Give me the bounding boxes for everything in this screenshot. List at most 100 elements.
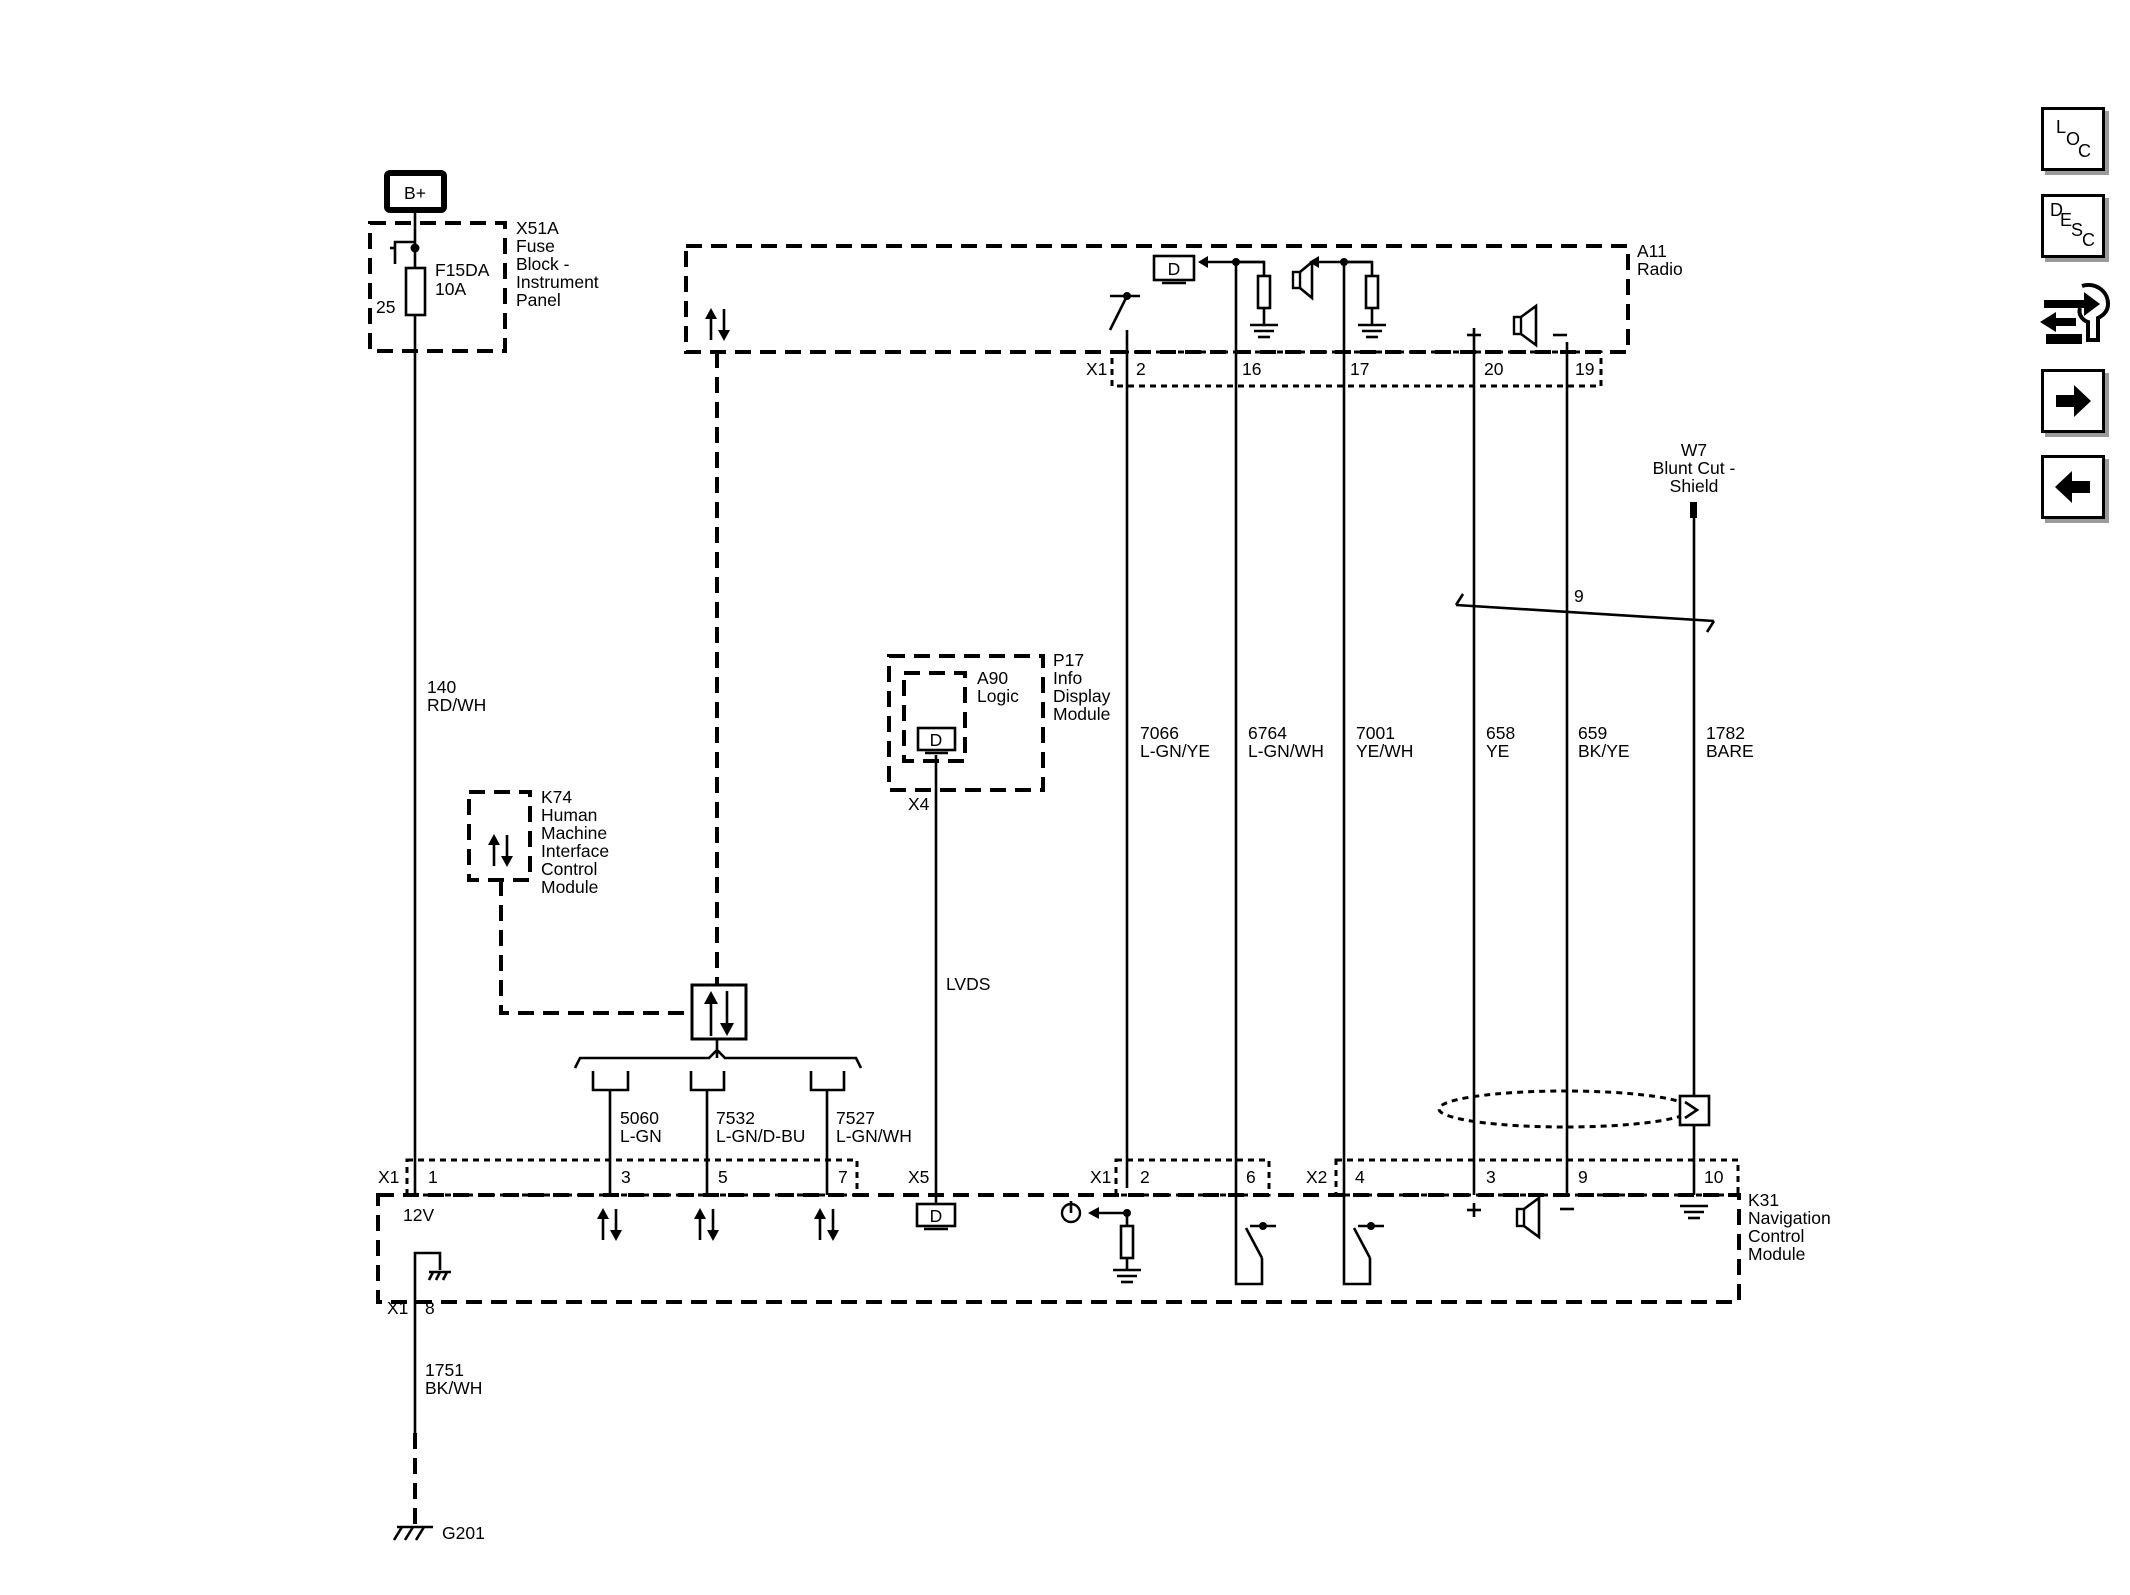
shield-name-2: Shield (1670, 476, 1719, 496)
a90-logic-box (902, 671, 967, 763)
bus-tap-7532 (689, 1071, 726, 1195)
k74-name-5: Module (541, 877, 598, 897)
troubleshoot-tool-button[interactable] (2038, 278, 2111, 348)
wire-659-color: BK/YE (1578, 741, 1630, 761)
radio-pin-19: 19 (1575, 359, 1594, 379)
lvds-label: LVDS (946, 974, 990, 994)
b-plus-power-source: B+ (384, 170, 447, 213)
k31-x1b-connector (1114, 1158, 1271, 1197)
k31-x2-connector (1334, 1158, 1740, 1197)
location-button[interactable]: L O C (2041, 107, 2105, 171)
fuse-rating: 10A (435, 279, 466, 299)
k31-bidirectional-icon-3 (597, 1208, 622, 1241)
fuse-f15da (390, 240, 427, 317)
k31-x1a-connector (405, 1158, 859, 1197)
wire-1782-circuit: 1782 (1706, 723, 1745, 743)
k31-speaker-input-icon (1467, 1195, 1574, 1240)
k31-bidirectional-icon-7 (814, 1208, 839, 1241)
k31-ground-pin: 8 (425, 1298, 435, 1318)
ground-g201-label: G201 (442, 1523, 485, 1543)
k31-name-1: Navigation (1748, 1208, 1831, 1228)
k31-x2-pin-10: 10 (1704, 1167, 1724, 1187)
k31-x1a-pin-1: 1 (428, 1167, 438, 1187)
k31-x1b-pin-2: 2 (1140, 1167, 1150, 1187)
k31-x1a-label: X1 (378, 1167, 399, 1187)
arrow-right-icon (2056, 385, 2091, 417)
k31-x1a-pin-7: 7 (838, 1167, 848, 1187)
wire-7532-circuit: 7532 (716, 1108, 755, 1128)
wire-7066-circuit: 7066 (1140, 723, 1179, 743)
wire-140-color: RD/WH (427, 695, 486, 715)
k31-x2-label: X2 (1306, 1167, 1327, 1187)
wire-658-circuit: 658 (1486, 723, 1515, 743)
p17-data-icon: D (916, 726, 957, 755)
fuse-block-name-1: Fuse (516, 236, 555, 256)
wire-5060-circuit: 5060 (620, 1108, 659, 1128)
loc-letter-o: O (2066, 129, 2081, 149)
description-button[interactable]: D E S C (2041, 194, 2105, 258)
k31-bidirectional-icon-5 (694, 1208, 719, 1241)
loc-letter-l: L (2056, 117, 2067, 137)
radio-bidirectional-icon (705, 308, 730, 341)
bus-tap-5060 (591, 1071, 630, 1195)
desc-letter-s: S (2071, 220, 2084, 240)
wire-658-color: YE (1486, 741, 1509, 761)
p17-data-label: D (930, 730, 943, 750)
k31-x2-pin-4: 4 (1355, 1167, 1365, 1187)
k31-data-label: D (930, 1206, 943, 1226)
k31-x1b-label: X1 (1090, 1167, 1111, 1187)
radio-name: Radio (1637, 259, 1683, 279)
wire-7001-color: YE/WH (1356, 741, 1413, 761)
k74-name-3: Interface (541, 841, 609, 861)
next-page-button[interactable] (2041, 369, 2105, 433)
wire-1751-color: BK/WH (425, 1378, 482, 1398)
wire-7532-color: L-GN/D-BU (716, 1126, 805, 1146)
wire-6764-circuit: 6764 (1248, 723, 1287, 743)
k74-id: K74 (541, 787, 572, 807)
k31-switch-icon-4 (1342, 1186, 1384, 1286)
loc-letter-c: C (2078, 141, 2091, 161)
k31-x2-pin-9: 9 (1578, 1167, 1588, 1187)
radio-pin-20: 20 (1484, 359, 1504, 379)
p17-name-1: Info (1053, 668, 1082, 688)
shield-drain-ellipse (1437, 1089, 1711, 1129)
k74-module-box (467, 790, 532, 882)
k31-id: K31 (1748, 1190, 1779, 1210)
fuse-block-x51a-box (368, 221, 507, 353)
k31-name-3: Module (1748, 1244, 1805, 1264)
wire-7527-circuit: 7527 (836, 1108, 875, 1128)
wire-7066-color: L-GN/YE (1140, 741, 1210, 761)
wire-7001-circuit: 7001 (1356, 723, 1395, 743)
k31-data-icon: D (915, 1202, 957, 1231)
desc-letter-d: D (2050, 200, 2063, 220)
radio-data-icon: D (1152, 254, 1278, 339)
k31-power-wake-icon (1060, 1201, 1141, 1284)
k31-x1a-pin-5: 5 (718, 1167, 728, 1187)
k74-name-4: Control (541, 859, 597, 879)
k31-ground-connector: X1 (387, 1298, 408, 1318)
k74-name-2: Machine (541, 823, 607, 843)
shield-name-1: Blunt Cut - (1653, 458, 1736, 478)
k74-bidirectional-icon (488, 834, 513, 867)
k31-x2-pin-3: 3 (1486, 1167, 1496, 1187)
wire-7527-color: L-GN/WH (836, 1126, 912, 1146)
radio-x1-connector (1110, 350, 1603, 388)
p17-connector: X4 (908, 794, 930, 814)
a90-name: Logic (977, 686, 1019, 706)
fuse-block-name-4: Panel (516, 290, 561, 310)
k31-module-box (376, 1193, 1741, 1304)
bus-tap-7527 (809, 1071, 846, 1195)
data-bus-junction (690, 983, 748, 1058)
radio-pin-17: 17 (1350, 359, 1369, 379)
previous-page-button[interactable] (2041, 455, 2105, 519)
fuse-pin-25: 25 (376, 297, 395, 317)
wire-6764-color: L-GN/WH (1248, 741, 1324, 761)
radio-data-label: D (1168, 259, 1181, 279)
arrow-left-icon (2055, 471, 2090, 503)
wire-140-circuit: 140 (427, 677, 456, 697)
k31-shield-ground-icon (1680, 1204, 1708, 1220)
k31-switch-icon-6 (1234, 1186, 1276, 1286)
p17-module-box (887, 654, 1045, 792)
fuse-name: F15DA (435, 260, 490, 280)
p17-id: P17 (1053, 650, 1084, 670)
